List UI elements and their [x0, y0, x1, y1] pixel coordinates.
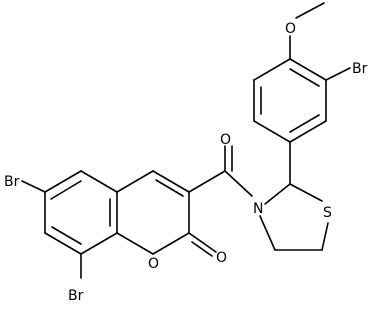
bonds-layer: [21, 2, 351, 279]
bond: [191, 241, 213, 257]
bond: [21, 180, 46, 193]
atom-label-o: O: [148, 256, 159, 272]
atom-labels-layer: Br Br Br O O O O N S: [4, 21, 368, 304]
bond: [152, 170, 190, 193]
bond: [325, 67, 351, 81]
atom-label-o: O: [220, 132, 231, 148]
bond: [51, 226, 82, 245]
atom-label-br: Br: [68, 288, 84, 304]
bond: [289, 68, 320, 87]
bond: [253, 120, 291, 143]
atom-label-br: Br: [4, 174, 20, 190]
bond: [224, 170, 253, 197]
atom-label-n: N: [253, 201, 263, 217]
bond: [289, 58, 327, 81]
bond: [264, 183, 291, 205]
bond: [188, 232, 217, 253]
bond: [80, 232, 118, 255]
atom-label-o: O: [285, 21, 296, 37]
bond: [289, 114, 320, 133]
bond: [321, 222, 329, 251]
bond: [116, 232, 154, 255]
atom-label-s: S: [323, 205, 332, 221]
bond: [295, 2, 325, 19]
bond: [44, 232, 82, 255]
bond: [259, 215, 276, 251]
bond: [50, 180, 82, 200]
bond: [155, 179, 184, 197]
bond: [152, 232, 190, 255]
bond: [188, 170, 226, 193]
bond: [80, 170, 118, 193]
bond: [44, 170, 82, 193]
bond: [116, 170, 154, 193]
atom-label-br: Br: [352, 61, 368, 77]
atom-label-o: O: [216, 250, 227, 266]
bond: [289, 183, 323, 202]
bond: [289, 120, 327, 143]
bond: [253, 58, 291, 81]
